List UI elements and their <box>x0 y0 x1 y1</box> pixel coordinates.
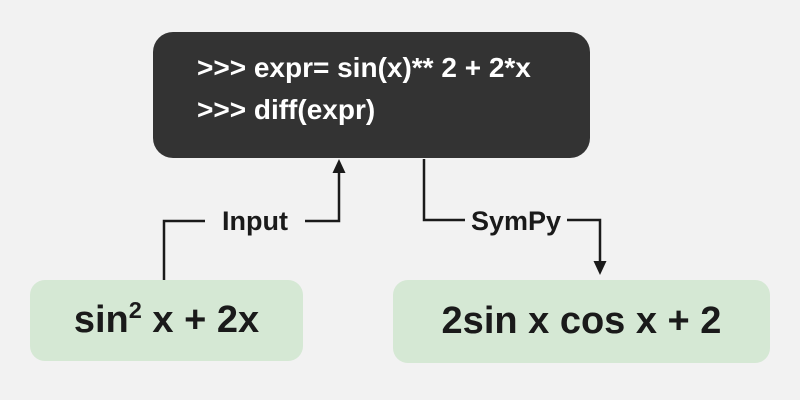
input-expression-base: sin <box>73 299 129 341</box>
input-arrowhead-up-icon <box>332 159 346 173</box>
repl-line-expr: >>> expr= sin(x)** 2 + 2*x <box>197 52 531 83</box>
sympy-arrowhead-down-icon <box>593 261 607 275</box>
sympy-label: SymPy <box>470 206 562 236</box>
output-expression-box: 2sin x cos x + 2 <box>393 280 770 363</box>
input-label: Input <box>222 206 288 236</box>
output-expression-text: 2sin x cos x + 2 <box>441 300 722 342</box>
code-terminal-box: >>> expr= sin(x)** 2 + 2*x >>> diff(expr… <box>153 32 590 158</box>
repl-line-diff: >>> diff(expr) <box>197 94 376 125</box>
input-expression-rest: x + 2x <box>141 299 260 341</box>
